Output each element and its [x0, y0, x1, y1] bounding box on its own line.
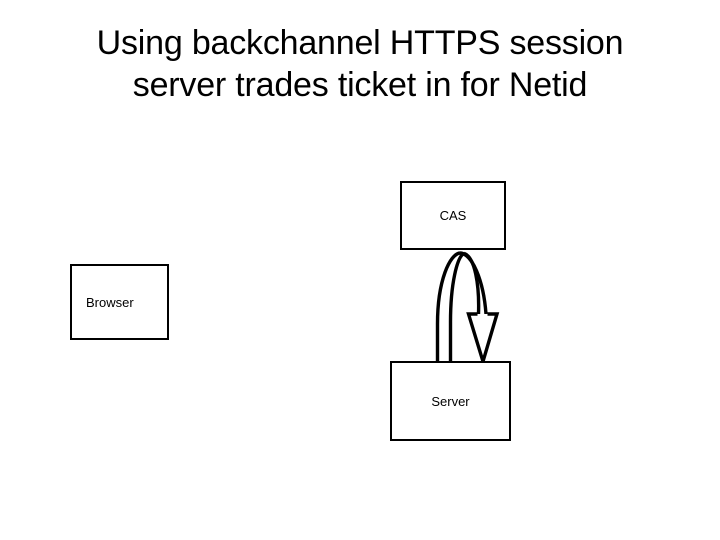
- diagram-node-cas[interactable]: CAS: [400, 181, 506, 250]
- diagram-node-browser[interactable]: Browser: [70, 264, 169, 340]
- backchannel-loop-arrow-icon: [435, 251, 500, 368]
- page-title-line-2: server trades ticket in for Netid: [132, 66, 588, 104]
- page-title: Using backchannel HTTPS session server t…: [30, 22, 690, 106]
- diagram-node-browser-label: Browser: [86, 294, 134, 310]
- diagram-node-server-label: Server: [431, 393, 470, 409]
- diagram-node-cas-label: CAS: [439, 208, 467, 223]
- diagram-node-server[interactable]: Server: [390, 361, 511, 441]
- page-title-line-1: Using backchannel HTTPS session: [96, 24, 624, 62]
